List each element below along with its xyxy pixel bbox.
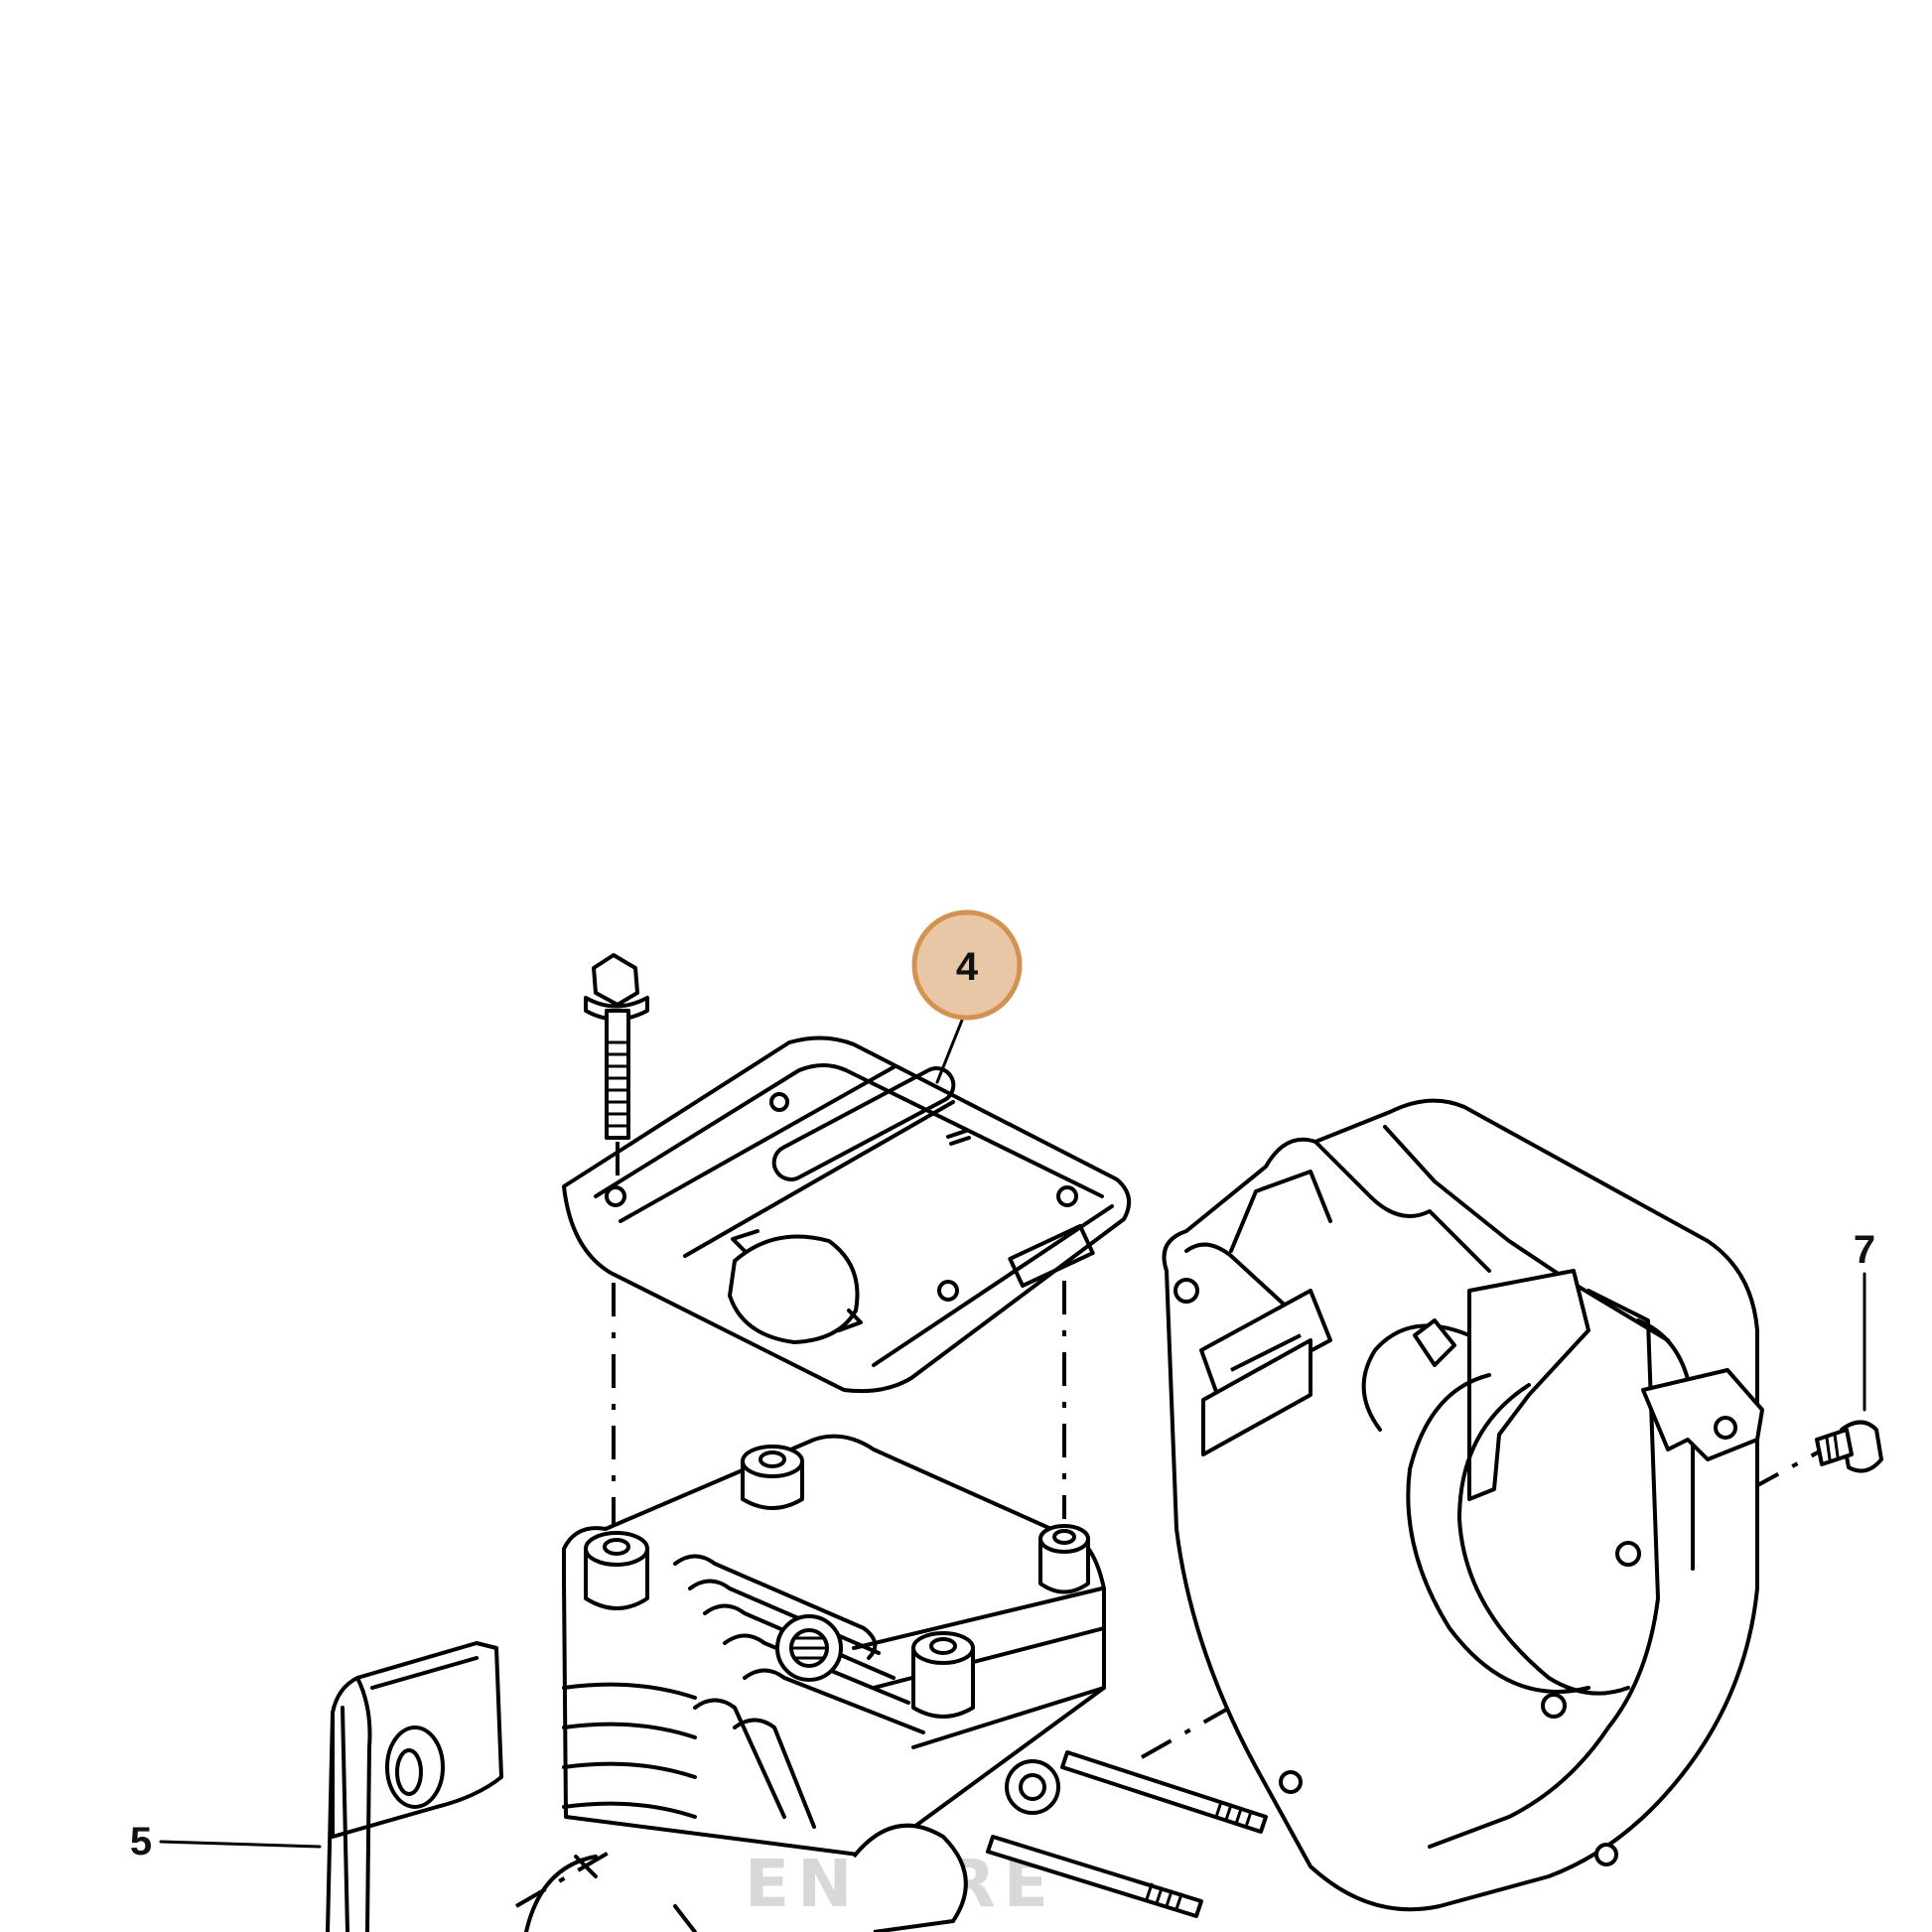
part-bolt[interactable]	[584, 953, 649, 1140]
callout-7[interactable]: 7	[1854, 1228, 1875, 1272]
callout-5-label: 5	[130, 1820, 152, 1863]
part-blower-housing[interactable]	[1162, 1098, 1764, 1912]
callout-4[interactable]: 4	[911, 909, 1023, 1021]
leader-lines	[159, 1011, 1866, 1849]
part-heat-shield[interactable]	[562, 1035, 1132, 1394]
callout-7-label: 7	[1854, 1228, 1875, 1272]
callout-4-label: 4	[956, 945, 979, 989]
callout-4-highlight	[911, 909, 1023, 1021]
part-bracket[interactable]	[326, 1641, 503, 1932]
part-screw[interactable]	[1815, 1420, 1883, 1473]
part-cylinder-head[interactable]	[524, 1434, 1268, 1932]
callout-5[interactable]: 5	[130, 1820, 152, 1863]
